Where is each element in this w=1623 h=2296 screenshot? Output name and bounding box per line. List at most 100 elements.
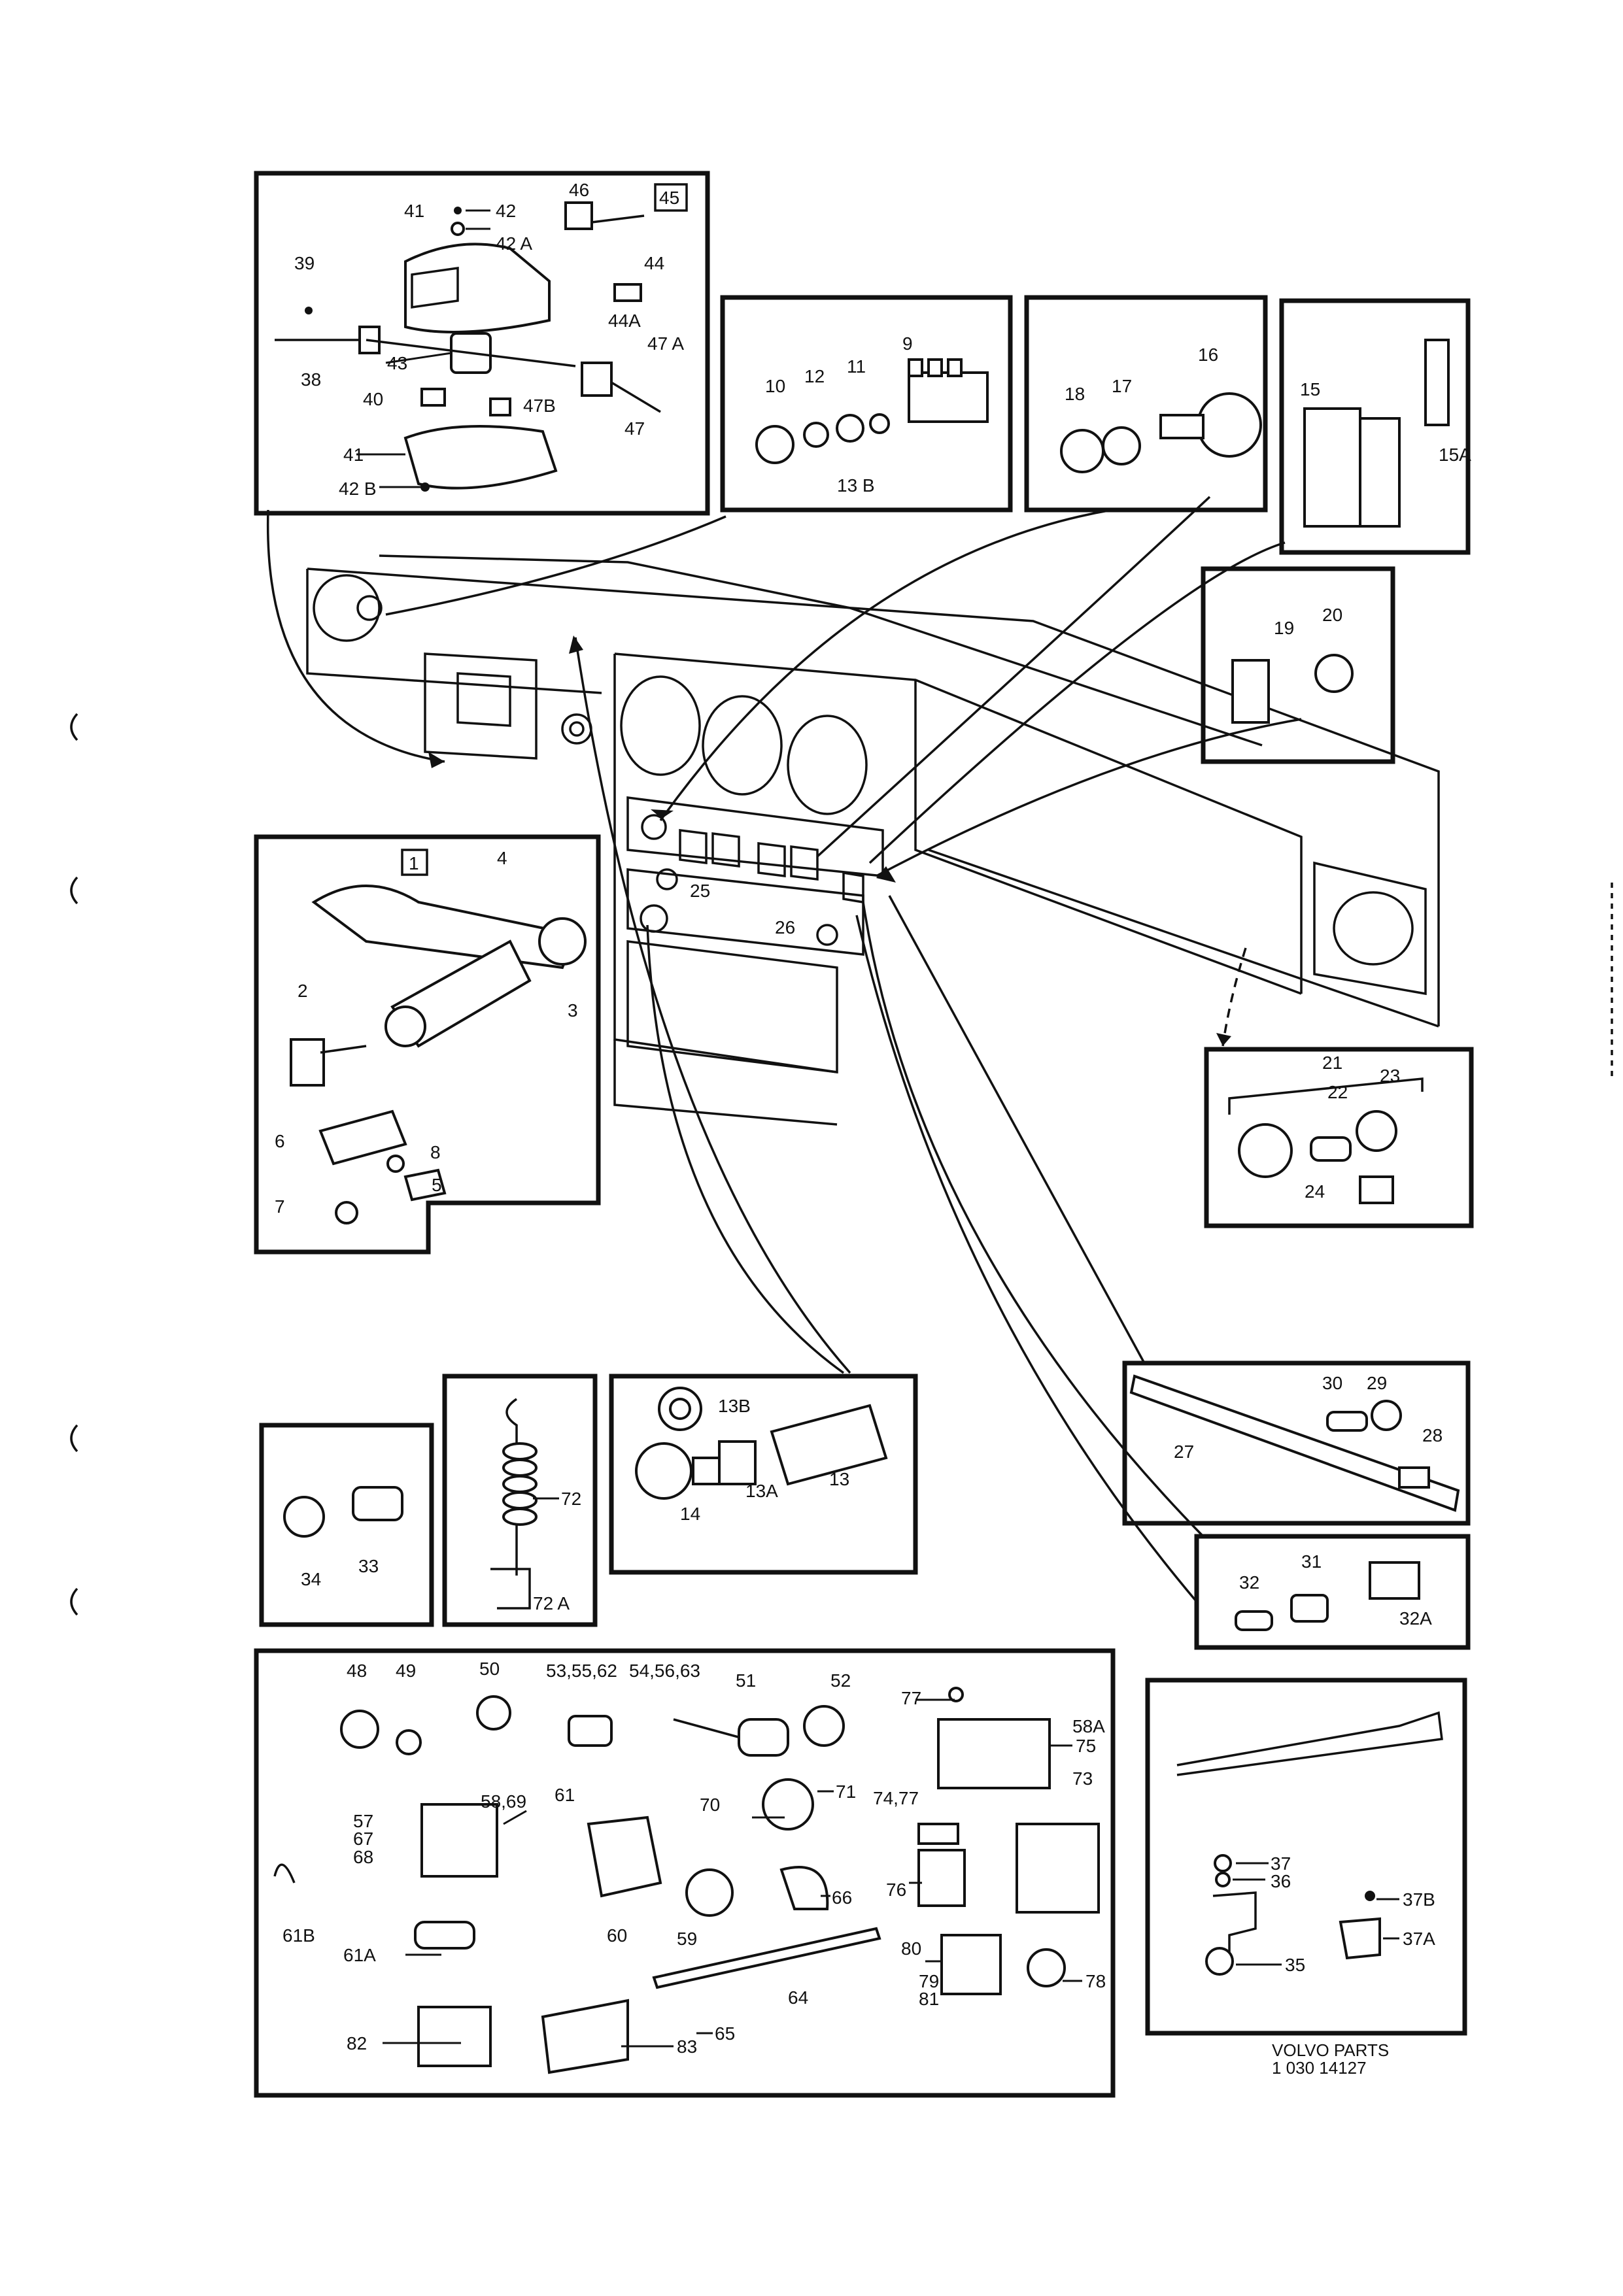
label-42: 42 [496,201,516,221]
label-18: 18 [1065,384,1085,404]
label-16: 16 [1198,345,1218,365]
binding-marks [70,713,1613,1616]
label-26: 26 [775,917,795,937]
label-43: 43 [387,353,407,373]
label-65: 65 [715,2023,735,2044]
label-13b: 13 B [837,475,875,496]
label-82: 82 [347,2033,367,2053]
lamp-box: 21 22 23 24 [1204,1047,1474,1228]
label-13b-cigar: 13B [718,1396,751,1416]
label-42b: 42 B [339,479,377,499]
label-74-77: 74,77 [873,1788,919,1808]
label-23: 23 [1380,1066,1400,1086]
label-70: 70 [700,1795,720,1815]
label-44: 44 [644,253,664,273]
label-57: 57 [353,1811,373,1831]
footer-line1: VOLVO PARTS [1272,2040,1389,2060]
label-47: 47 [624,418,645,439]
label-37: 37 [1271,1853,1291,1874]
label-41-lower: 41 [343,445,364,465]
label-27: 27 [1174,1442,1194,1462]
label-33: 33 [358,1556,379,1576]
label-9: 9 [902,333,913,354]
label-67: 67 [353,1829,373,1849]
label-15: 15 [1300,379,1320,399]
label-83: 83 [677,2036,697,2057]
label-28: 28 [1422,1425,1443,1445]
label-64: 64 [788,1987,808,2008]
label-47a: 47 A [647,333,684,354]
label-79: 79 [919,1971,939,1991]
label-73: 73 [1072,1768,1093,1789]
label-19: 19 [1274,618,1294,638]
label-24: 24 [1305,1181,1325,1202]
label-7: 7 [275,1196,285,1217]
label-6: 6 [275,1131,285,1151]
label-11: 11 [847,356,866,377]
label-37a: 37A [1403,1929,1435,1949]
label-53-55-62: 53,55,62 [546,1661,617,1681]
label-32: 32 [1239,1572,1259,1593]
label-51: 51 [736,1670,756,1691]
label-58a: 58A [1072,1716,1105,1736]
label-41: 41 [404,201,424,221]
rotary-knob-box: 16 17 18 [1024,295,1268,513]
label-66: 66 [832,1887,852,1908]
bulb-holder-box: 34 33 [259,1423,434,1627]
label-30: 30 [1322,1373,1342,1393]
spring-box: 72 72 A [442,1374,598,1627]
label-77: 77 [901,1688,921,1708]
label-29: 29 [1367,1373,1387,1393]
door-switch-box: 37 36 37B 37A 35 [1145,1678,1467,2036]
label-2: 2 [298,981,308,1001]
label-17: 17 [1112,376,1132,396]
label-39: 39 [294,253,315,273]
label-48: 48 [347,1661,367,1681]
label-72a: 72 A [533,1593,570,1613]
label-47b: 47B [523,396,556,416]
label-72: 72 [561,1489,581,1509]
label-44a: 44A [608,311,641,331]
label-54-56-63: 54,56,63 [629,1661,700,1681]
footer-line2: 1 030 14127 [1272,2058,1367,2078]
label-40: 40 [363,389,383,409]
label-60: 60 [607,1925,627,1946]
label-81: 81 [919,1989,939,2009]
label-13: 13 [829,1469,849,1489]
label-21: 21 [1322,1053,1342,1073]
label-22: 22 [1327,1082,1348,1102]
label-78: 78 [1085,1971,1106,1991]
label-35: 35 [1285,1955,1305,1975]
ignition-lock-box: 1 4 2 3 6 8 5 7 [254,834,601,1255]
label-61b: 61B [282,1925,315,1946]
label-61: 61 [555,1785,575,1805]
label-52: 52 [830,1670,851,1691]
dashboard-outline [306,554,1440,1126]
label-12: 12 [804,366,825,386]
label-42a: 42 A [496,233,532,254]
label-76: 76 [886,1880,906,1900]
label-34: 34 [301,1569,321,1589]
label-25: 25 [690,881,710,901]
label-32a: 32A [1399,1608,1432,1629]
label-80: 80 [901,1938,921,1959]
relays-box: 48 49 50 53,55,62 54,56,63 51 52 77 58A … [254,1648,1116,2098]
strip-box: 30 29 28 27 [1122,1360,1471,1526]
label-46: 46 [569,180,589,200]
label-58-69: 58,69 [481,1791,526,1812]
push-switch-box: 9 10 12 11 13 B [720,295,1013,513]
label-75: 75 [1076,1736,1096,1756]
label-45: 45 [659,188,679,208]
label-38: 38 [301,369,321,390]
label-20: 20 [1322,605,1342,625]
label-13a: 13A [745,1481,778,1501]
label-59: 59 [677,1929,697,1949]
steering-switch-box: 41 42 42 A 46 45 39 44 44A 47 A 43 38 40… [254,171,710,516]
label-49: 49 [396,1661,416,1681]
label-37b: 37B [1403,1889,1435,1910]
label-61a: 61A [343,1945,376,1965]
rocker-switch-box: 15 15A [1279,298,1471,555]
label-10: 10 [765,376,785,396]
label-50: 50 [479,1659,500,1679]
